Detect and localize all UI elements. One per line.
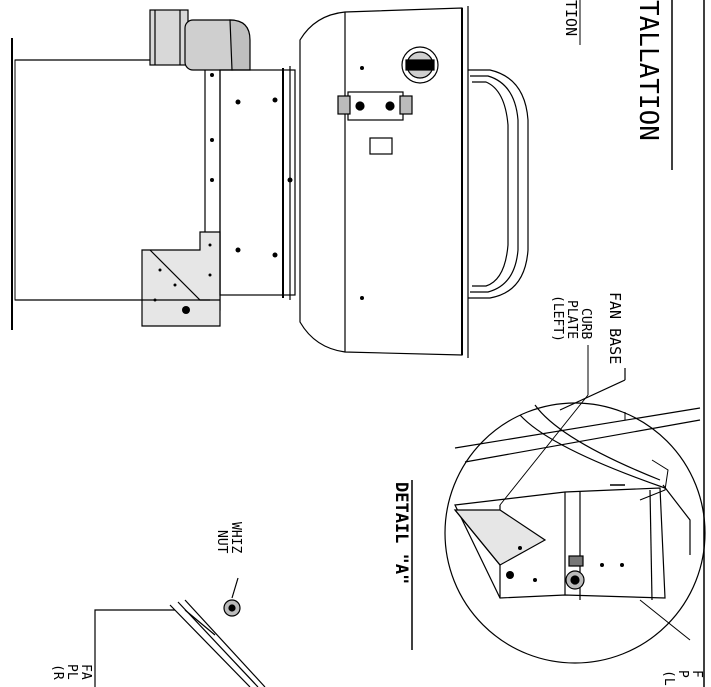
fan-plate-right-label-2: PL: [64, 664, 79, 680]
fan-plate-left-label-3: (L: [661, 670, 676, 686]
whiz-nut-label-2: NUT: [214, 530, 229, 554]
exhaust-pipe: [149, 9, 251, 71]
curb-plate-label-2: PLATE: [564, 300, 579, 339]
detail-a-view: [444, 368, 706, 664]
fan-dome: [468, 69, 529, 299]
whiz-nut-label-1: WHIZ: [228, 522, 243, 553]
leader-lines: [499, 345, 691, 641]
fan-neck: [219, 69, 296, 296]
label-window: [369, 137, 393, 155]
curb-plate-label-1: CURB: [578, 308, 593, 339]
fan-base-label: FAN BASE: [606, 292, 624, 364]
fan-plate-left-label-1: F: [689, 670, 704, 678]
fan-plate-right-label-1: FA: [78, 664, 93, 680]
curb-plate-detail: [453, 509, 547, 566]
fasteners: [153, 66, 364, 314]
inspection-port: [401, 46, 439, 84]
electrical-box: [337, 91, 413, 121]
subtitle-fragment: TION: [562, 0, 580, 36]
fan-plate-left-label-2: P: [675, 670, 690, 678]
bolt-assembly: [565, 555, 585, 590]
curb-plate-label-3: (LEFT): [550, 295, 565, 342]
title-fragment: TALLATION: [633, 0, 663, 141]
plate-right-view: [94, 577, 266, 687]
fan-plate-right-label-3: (R: [50, 664, 65, 680]
corner-bracket: [141, 231, 221, 327]
fan-assembly: [11, 6, 529, 358]
detail-a-label: DETAIL "A": [391, 482, 411, 584]
